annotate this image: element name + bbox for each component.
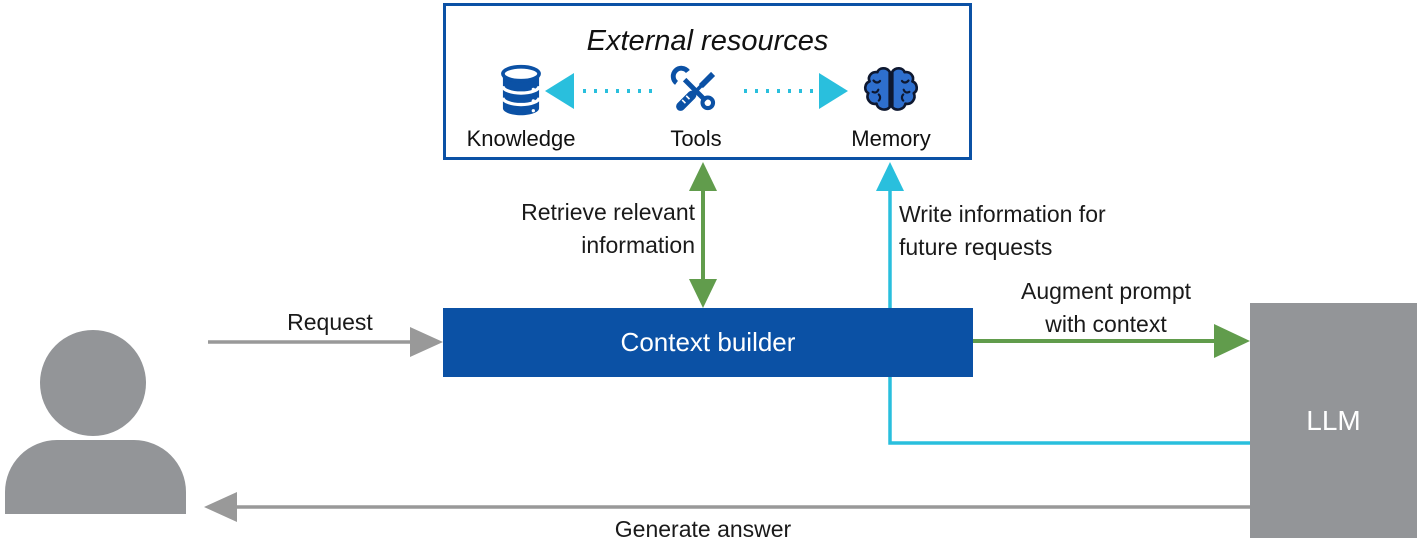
arrowhead-left-icon (204, 492, 237, 522)
resource-knowledge: Knowledge (446, 62, 596, 152)
tools-label: Tools (670, 126, 722, 151)
write-memory-label: Write information for future requests (899, 198, 1169, 264)
llm-box: LLM (1250, 303, 1417, 538)
augment-prompt-label: Augment prompt with context (1000, 275, 1212, 341)
retrieve-label: Retrieve relevant information (440, 196, 695, 262)
llm-label: LLM (1306, 404, 1361, 436)
context-builder-label: Context builder (620, 327, 796, 357)
arrowhead-down-icon (689, 279, 717, 308)
external-resources-box: External resources Knowledge (443, 3, 972, 160)
person-icon (5, 330, 186, 514)
augment-prompt-label-line2: with context (1045, 311, 1167, 337)
retrieve-label-line1: Retrieve relevant (521, 199, 695, 225)
database-icon (446, 62, 596, 120)
request-label: Request (287, 309, 373, 335)
context-builder-box: Context builder (443, 308, 973, 377)
resource-tools: Tools (626, 62, 766, 152)
external-resources-title: External resources (586, 25, 829, 57)
arrowhead-up-icon (876, 162, 904, 191)
generate-answer-label: Generate answer (614, 516, 792, 542)
write-memory-label-line2: future requests (899, 234, 1053, 260)
augment-prompt-label-line1: Augment prompt (1020, 278, 1192, 304)
knowledge-label: Knowledge (466, 126, 576, 151)
memory-label: Memory (851, 126, 931, 151)
brain-icon (816, 62, 966, 120)
arrowhead-up-icon (689, 162, 717, 191)
retrieve-label-line2: information (581, 232, 695, 258)
arrowhead-right-icon (1214, 324, 1250, 358)
wrench-screwdriver-icon (626, 62, 766, 120)
resource-memory: Memory (816, 62, 966, 152)
write-memory-label-line1: Write information for (899, 201, 1106, 227)
